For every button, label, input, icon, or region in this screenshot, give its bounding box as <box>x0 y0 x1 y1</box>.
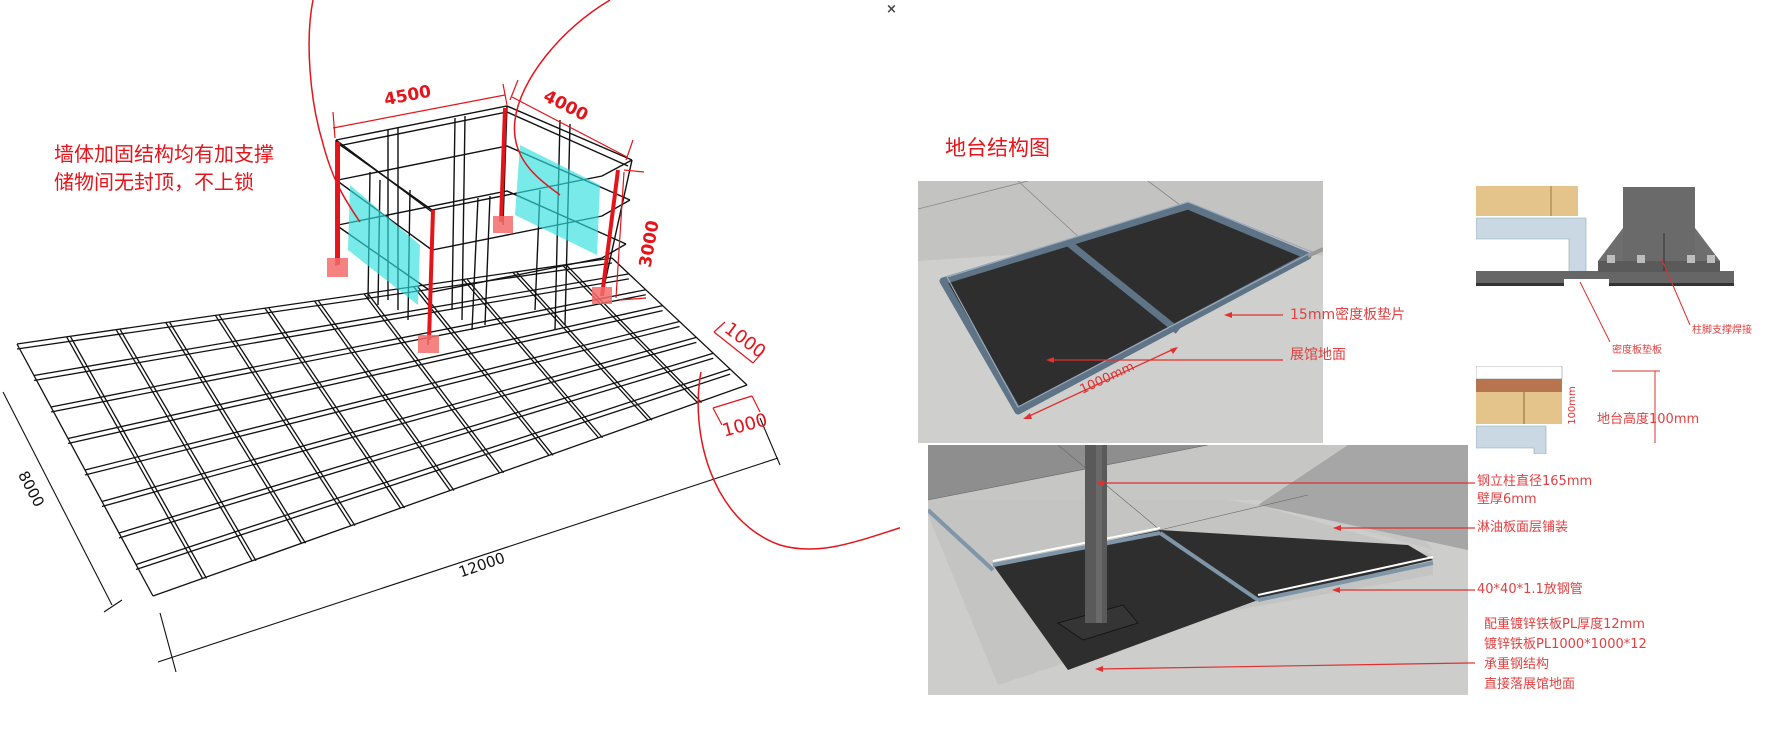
callout-column-weld: 柱脚支撑焊接 <box>1692 325 1752 336</box>
callout-ballast-line-3: 承重钢结构 <box>1484 657 1550 672</box>
frame-photo: 1000mm <box>918 181 1323 443</box>
close-button[interactable]: × <box>886 2 897 17</box>
floor-platform-wireframe <box>2 0 900 673</box>
glass-panel-left <box>348 185 420 305</box>
platform-height-detail <box>1476 366 1566 454</box>
height-dim-vertical: 100mm <box>1566 386 1578 425</box>
callout-mdf-pad: 密度板垫板 <box>1612 345 1662 356</box>
callout-steel-column-wall: 壁厚6mm <box>1477 492 1537 507</box>
column-structure-photo <box>928 445 1468 695</box>
glass-panel-right <box>515 145 600 255</box>
callout-steel-column-diameter: 钢立柱直径165mm <box>1477 474 1593 489</box>
close-icon: × <box>886 2 897 17</box>
callout-ballast-line-4: 直接落展馆地面 <box>1484 677 1576 692</box>
note-line-1: 墙体加固结构均有加支撑 <box>54 142 274 166</box>
callout-square-tube: 40*40*1.1放钢管 <box>1477 582 1583 597</box>
callout-hall-floor: 展馆地面 <box>1290 347 1346 363</box>
callout-platform-height: 地台高度100mm <box>1597 412 1700 427</box>
callout-ballast-line-2: 镀锌铁板PL1000*1000*12 <box>1484 637 1647 652</box>
column-base-detail <box>1476 183 1746 288</box>
note-line-2: 储物间无封顶，不上锁 <box>54 170 254 194</box>
callout-mdf-shim: 15mm密度板垫片 <box>1290 307 1406 323</box>
callout-ballast-plate: 配重镀锌铁板PL厚度12mm 镀锌铁板PL1000*1000*12 承重钢结构 … <box>1484 615 1647 695</box>
callout-ballast-line-1: 配重镀锌铁板PL厚度12mm <box>1484 617 1645 632</box>
platform-structure-title: 地台结构图 <box>945 136 1050 160</box>
floor-grid <box>16 257 748 597</box>
callout-steel-column: 钢立柱直径165mm 壁厚6mm <box>1477 473 1592 509</box>
wall-note: 墙体加固结构均有加支撑 储物间无封顶，不上锁 <box>54 140 274 196</box>
callout-oiled-board: 淋油板面层铺装 <box>1477 520 1569 535</box>
